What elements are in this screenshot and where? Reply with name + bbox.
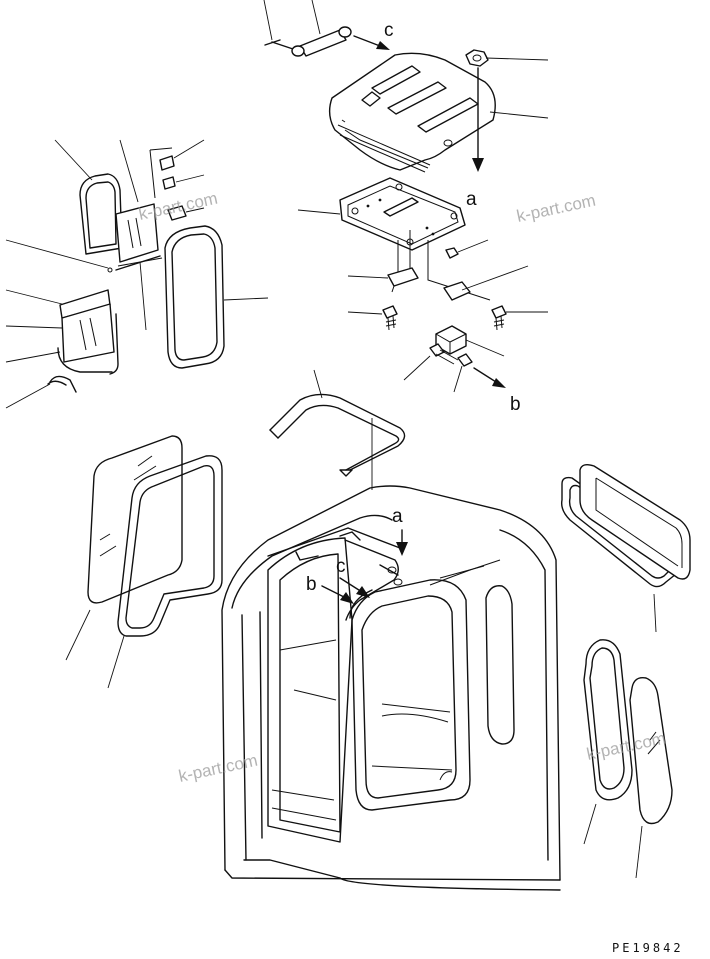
cab-frame: a c b <box>221 485 561 891</box>
side-window-seal <box>583 639 633 845</box>
roof-hatch-group: c <box>263 0 549 173</box>
watermark-2: k-part.com <box>515 191 597 226</box>
callout-b-top: b <box>510 394 521 415</box>
hex-nut <box>465 49 489 172</box>
callout-a-cab: a <box>392 506 403 527</box>
side-window-glass <box>629 677 673 879</box>
hinge-hardware: b <box>347 239 548 415</box>
roof-hatch-panel <box>328 52 496 173</box>
callout-c-top: c <box>384 20 394 41</box>
watermark-3: k-part.com <box>177 751 259 786</box>
handrail <box>269 369 406 490</box>
callout-a-plate: a <box>466 189 477 210</box>
drawing-code: PE19842 <box>612 941 684 955</box>
rear-window-seal <box>560 476 678 633</box>
left-door-seal <box>107 455 223 689</box>
gas-strut <box>264 26 352 57</box>
callout-c-cab: c <box>336 556 346 577</box>
hinge-base-plate: a <box>297 177 491 301</box>
callout-b-cab: b <box>306 574 317 595</box>
door-upper-window-parts <box>5 139 269 409</box>
left-door-glass <box>65 435 183 661</box>
rear-window-glass <box>579 463 691 580</box>
